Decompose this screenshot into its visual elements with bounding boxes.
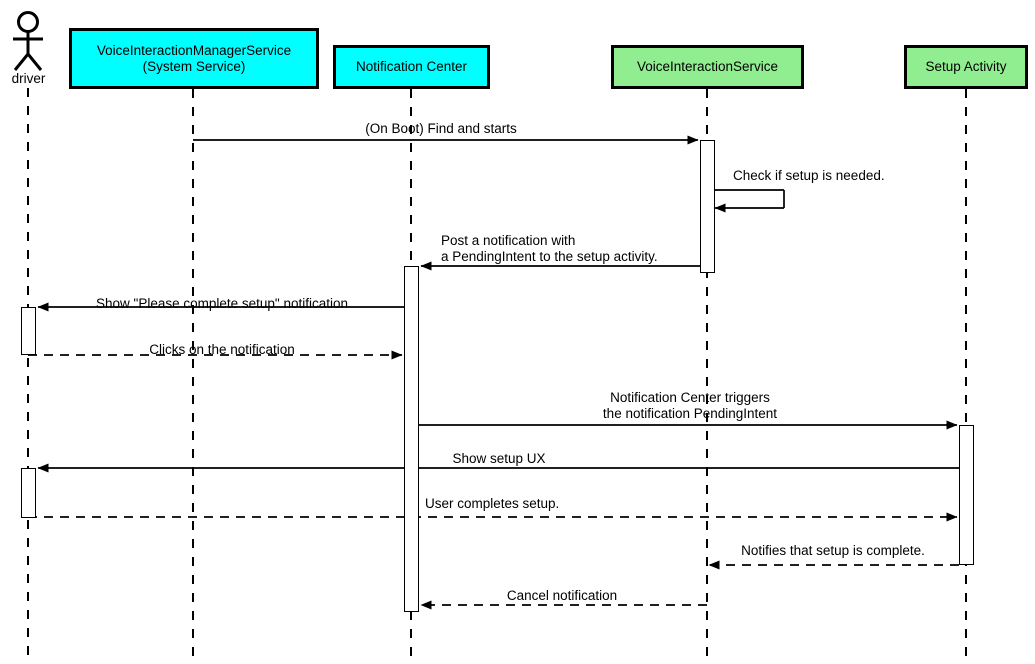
participant-box-setup-activity: Setup Activity bbox=[904, 45, 1028, 89]
msg-post-a-notification-label: Post a notification with a PendingIntent… bbox=[441, 233, 658, 264]
messages-group bbox=[28, 135, 959, 610]
activation-bar-voice-interaction-service bbox=[700, 140, 715, 273]
msg-notification-center-triggers-label: Notification Center triggers the notific… bbox=[602, 390, 778, 421]
msg-clicks-on-the-notification-label: Clicks on the notification bbox=[149, 342, 295, 357]
msg-on-boot-find-and-starts-label: (On Boot) Find and starts bbox=[365, 121, 517, 136]
participant-box-vims: VoiceInteractionManagerService (System S… bbox=[69, 28, 319, 89]
msg-user-completes-setup-label: User completes setup. bbox=[425, 496, 560, 511]
participant-label-voice-interaction-service: VoiceInteractionService bbox=[636, 59, 779, 74]
participant-label-vims: VoiceInteractionManagerService (System S… bbox=[96, 42, 292, 74]
msg-show-please-complete-setup-label: Show "Please complete setup" notificatio… bbox=[96, 296, 348, 311]
activation-bar-notification-center bbox=[404, 266, 419, 612]
participant-label-notification-center: Notification Center bbox=[355, 59, 468, 74]
participant-label-setup-activity: Setup Activity bbox=[925, 59, 1007, 74]
actor-driver-label: driver bbox=[11, 71, 46, 86]
participant-box-voice-interaction-service: VoiceInteractionService bbox=[611, 45, 804, 89]
msg-check-if-setup-is-needed-label: Check if setup is needed. bbox=[733, 168, 885, 183]
msg-notifies-setup-complete-label: Notifies that setup is complete. bbox=[741, 543, 925, 558]
msg-cancel-notification-label: Cancel notification bbox=[506, 588, 618, 603]
activation-bar-setup-activity bbox=[959, 425, 974, 565]
actor-driver-icon bbox=[13, 11, 43, 71]
activation-bar-driver bbox=[21, 307, 36, 355]
participant-box-notification-center: Notification Center bbox=[333, 45, 490, 89]
activation-bar-driver bbox=[21, 468, 36, 518]
msg-check-if-setup-is-needed bbox=[714, 189, 785, 213]
msg-show-setup-ux-label: Show setup UX bbox=[452, 451, 546, 466]
